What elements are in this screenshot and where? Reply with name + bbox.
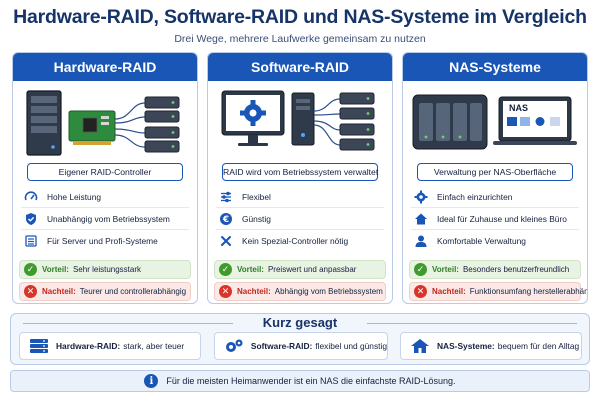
check-icon: ✓ (414, 263, 427, 276)
feature-label: Kein Spezial-Controller nötig (242, 236, 349, 246)
disadvantage-row: ✕ Nachteil: Teurer und controllerabhängi… (19, 282, 191, 301)
card-caption: Eigener RAID-Controller (27, 163, 183, 181)
feature-list: Flexibel € Günstig Kein Spezial-Controll… (216, 186, 384, 252)
advantage-label: Vorteil: (42, 265, 69, 274)
nas-illustration: NAS (403, 81, 587, 213)
hardware-raid-illustration (13, 81, 197, 213)
nas-screen-label: NAS (509, 103, 529, 113)
summary-item: Software-RAID: flexibel und günstig (214, 332, 388, 360)
advantage-text: Preiswert und anpassbar (267, 265, 357, 274)
feature-item: Flexibel (216, 186, 384, 208)
summary-item-label: NAS-Systeme: (437, 341, 495, 351)
user-icon (411, 233, 431, 249)
feature-label: Günstig (242, 213, 271, 224)
card-nas-systeme: NAS-Systeme NAS (402, 52, 588, 304)
feature-label: Komfortable Verwaltung (437, 236, 526, 246)
disadvantage-row: ✕ Nachteil: Funktionsumfang herstellerab… (409, 282, 587, 301)
feature-item: € Günstig (216, 208, 384, 230)
info-bar: i Für die meisten Heimanwender ist ein N… (10, 370, 590, 392)
home-icon (411, 211, 431, 227)
feature-label: Unabhängig vom Betriebssystem (47, 213, 170, 224)
hard-drive-stack-icon (339, 92, 375, 151)
advantage-row: ✓ Vorteil: Besonders benutzerfreundlich (409, 260, 581, 279)
check-icon: ✓ (219, 263, 232, 276)
advantage-label: Vorteil: (432, 265, 459, 274)
card-title: Hardware-RAID (13, 53, 197, 81)
disadvantage-label: Nachteil: (432, 287, 466, 296)
page-subtitle: Drei Wege, mehrere Laufwerke gemeinsam z… (174, 33, 426, 45)
info-icon: i (144, 374, 159, 388)
divider (23, 323, 233, 324)
advantage-row: ✓ Vorteil: Preiswert und anpassbar (214, 260, 386, 279)
advantage-text: Sehr leistungsstark (72, 265, 141, 274)
feature-label: Einfach einzurichten (437, 191, 513, 202)
gear-icon (411, 189, 431, 205)
advantage-label: Vorteil: (237, 265, 264, 274)
summary-item-text: flexibel und günstig (315, 341, 387, 351)
feature-list: Einfach einzurichten Ideal für Zuhause u… (411, 186, 579, 252)
feature-item: Ideal für Zuhause und kleines Büro (411, 208, 579, 230)
euro-icon: € (216, 211, 236, 227)
server-list-icon (21, 233, 41, 249)
nas-device-icon (412, 94, 488, 150)
feature-label: Für Server und Profi-Systeme (47, 236, 158, 246)
card-caption: Verwaltung per NAS-Oberfläche (417, 163, 573, 181)
server-icon (26, 338, 52, 354)
disadvantage-text: Teurer und controllerabhängig (79, 287, 187, 296)
summary-box: Kurz gesagt Hardware-RAID: stark, aber t… (10, 313, 590, 365)
advantage-row: ✓ Vorteil: Sehr leistungsstark (19, 260, 191, 279)
feature-label: Flexibel (242, 191, 271, 202)
disadvantage-label: Nachteil: (42, 287, 76, 296)
server-tower-icon (26, 90, 62, 156)
tools-icon (216, 233, 236, 249)
feature-item: Unabhängig vom Betriebssystem (21, 208, 189, 230)
software-raid-illustration (208, 81, 392, 213)
speedometer-icon (21, 189, 41, 205)
cross-icon: ✕ (24, 285, 37, 298)
summary-title: Kurz gesagt (262, 315, 338, 330)
summary-item-label: Software-RAID: (250, 341, 313, 351)
advantage-text: Besonders benutzerfreundlich (462, 265, 570, 274)
disadvantage-text: Abhängig vom Betriebssystem (274, 287, 383, 296)
divider (367, 323, 577, 324)
summary-item-label: Hardware-RAID: (56, 341, 121, 351)
summary-item-text: stark, aber teuer (123, 341, 185, 351)
feature-label: Ideal für Zuhause und kleines Büro (437, 213, 567, 224)
feature-label: Hohe Leistung (47, 191, 102, 202)
pc-tower-icon (291, 92, 315, 146)
feature-item: Für Server und Profi-Systeme (21, 230, 189, 252)
home-icon (407, 338, 433, 354)
card-hardware-raid: Hardware-RAID (12, 52, 198, 304)
check-icon: ✓ (24, 263, 37, 276)
sliders-icon (216, 189, 236, 205)
summary-item-text: bequem für den Alltag (497, 341, 580, 351)
cross-icon: ✕ (219, 285, 232, 298)
hard-drive-stack-icon (144, 96, 180, 153)
card-software-raid: Software-RAID (207, 52, 393, 304)
feature-item: Kein Spezial-Controller nötig (216, 230, 384, 252)
feature-item: Einfach einzurichten (411, 186, 579, 208)
svg-text:€: € (222, 215, 229, 225)
disadvantage-label: Nachteil: (237, 287, 271, 296)
page-title: Hardware-RAID, Software-RAID und NAS-Sys… (13, 6, 587, 28)
feature-item: Komfortable Verwaltung (411, 230, 579, 252)
disadvantage-text: Funktionsumfang herstellerabhängig (469, 287, 588, 296)
card-title: Software-RAID (208, 53, 392, 81)
feature-item: Hohe Leistung (21, 186, 189, 208)
gear-icon (240, 100, 266, 126)
card-title: NAS-Systeme (403, 53, 587, 81)
info-text: Für die meisten Heimanwender ist ein NAS… (166, 376, 456, 386)
cross-icon: ✕ (414, 285, 427, 298)
gears-icon (221, 338, 247, 354)
shield-check-icon (21, 211, 41, 227)
card-caption: RAID wird vom Betriebssystem verwaltet (222, 163, 378, 181)
summary-item: NAS-Systeme: bequem für den Alltag (400, 332, 582, 360)
disadvantage-row: ✕ Nachteil: Abhängig vom Betriebssystem (214, 282, 386, 301)
feature-list: Hohe Leistung Unabhängig vom Betriebssys… (21, 186, 189, 252)
laptop-icon (493, 96, 577, 145)
summary-item: Hardware-RAID: stark, aber teuer (19, 332, 201, 360)
raid-controller-card-icon (68, 110, 116, 145)
